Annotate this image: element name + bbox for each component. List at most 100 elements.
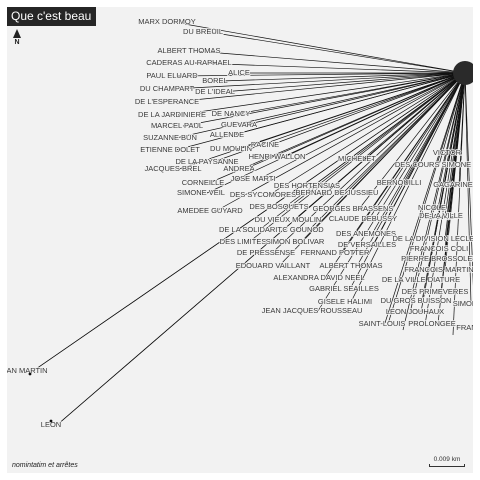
street-label: GEORGES BRASSENS (313, 204, 394, 213)
street-label: GUEVARA (221, 120, 257, 129)
street-label: DES BOSQUETS (249, 202, 308, 211)
street-line (464, 72, 473, 286)
street-line (248, 72, 466, 243)
street-line (212, 72, 466, 163)
street-label: DE NANCY (212, 109, 251, 118)
street-label: DE L'ESPERANCE (135, 97, 199, 106)
street-label: BERNOUILLI (377, 178, 422, 187)
street-label: JACQUES BREL (144, 164, 201, 173)
street-label: DE LA JARDINIERE (138, 110, 206, 119)
street-line (358, 72, 466, 210)
street-label: DES ANEMONES (336, 229, 396, 238)
street-line (56, 72, 466, 426)
street-line (368, 72, 466, 220)
street-label: CLAUDE DEBUSSY (329, 214, 397, 223)
street-line (384, 72, 466, 324)
street-label: GABRIEL SEAILLES (309, 284, 379, 293)
street-line (220, 72, 466, 93)
street-lines (32, 21, 473, 426)
street-line (258, 72, 466, 180)
street-label: BOREL (202, 76, 227, 85)
street-label: CADERAS AU RAPHAEL (146, 58, 231, 67)
street-line (271, 72, 466, 254)
street-label: C GOUNOD (282, 225, 324, 234)
street-line (172, 21, 466, 74)
street-label: DE LA DIVISION LECLERC (393, 234, 473, 243)
street-label: RACINE (251, 140, 279, 149)
street-line (270, 72, 466, 146)
street-line (444, 72, 466, 250)
street-label: BERNARD DE JUSSIEU (296, 188, 379, 197)
street-line (194, 50, 466, 74)
street-line (175, 72, 466, 139)
street-label: JEANNE (424, 212, 454, 221)
street-label: DE LA VILLE (419, 211, 463, 220)
street-label: DU MOULIN (210, 144, 252, 153)
street-label: DES HORTENSIAS (274, 181, 340, 190)
street-label: FRANK (456, 323, 473, 332)
street-label: GAGARINE (433, 180, 473, 189)
street-label: AMEDEE GUYARD (177, 206, 243, 215)
street-label: ANDREA (223, 164, 254, 173)
street-label: DES LIMITES (220, 237, 267, 246)
street-line (356, 72, 466, 267)
street-label: MARX DORMOY (138, 17, 196, 26)
street-label: EDOUARD VAILLANT (236, 261, 311, 270)
street-label: JOSE MARTI (231, 174, 276, 183)
street-label: DE LA PAYSANNE (175, 157, 238, 166)
street-label: VICTOR (433, 148, 462, 157)
street-line (208, 31, 466, 74)
street-line (244, 72, 466, 126)
north-arrow-icon (13, 29, 21, 38)
street-label: NICOLE (418, 203, 446, 212)
north-label: N (14, 39, 20, 46)
street-line (446, 72, 466, 217)
street-label: FRANCOIS COLI (410, 244, 468, 253)
street-line (444, 72, 466, 271)
street-label: DES PRIMEVERES (402, 287, 469, 296)
street-line (437, 72, 466, 209)
street-line (268, 72, 466, 196)
street-line (208, 72, 466, 184)
street-label: SIMONE VEIL (177, 188, 225, 197)
street-line (402, 72, 466, 331)
street-line (324, 72, 466, 279)
street-node (28, 372, 32, 376)
street-line (177, 72, 466, 77)
street-label: DE VERSAILLES (338, 240, 396, 249)
street-label: GISELE HALIMI (318, 297, 372, 306)
street-line (215, 72, 466, 212)
street-line (178, 72, 466, 170)
street-label: MICHELET (338, 154, 376, 163)
street-label: ALEXANDRA DAVID NEEL (273, 273, 364, 282)
street-label: DE LA VILLE DIATURE (382, 275, 460, 284)
map-title: Que c'est beau (7, 7, 97, 26)
street-line (308, 72, 466, 231)
street-label: ALBERT THOMAS (320, 261, 383, 270)
street-label: ETIENNE DOLET (140, 145, 200, 154)
street-hub (453, 61, 473, 85)
map-caption: nomintatim et arrêtes (12, 462, 78, 469)
street-line (349, 72, 466, 290)
street-label: DES SYCOMORES (230, 190, 296, 199)
street-label: SAINT-LOUIS (359, 319, 406, 328)
street-line (350, 72, 466, 303)
street-label: DU CHAMPART (140, 84, 195, 93)
street-label: DE LA SOLIDARITE (219, 225, 287, 234)
street-line (420, 72, 466, 313)
street-label: ALLENDE (210, 130, 244, 139)
street-line (172, 72, 466, 103)
street-label: DE L'IDEAL (195, 87, 235, 96)
street-label: SIMON BOLIVAR (266, 237, 325, 246)
street-line (371, 72, 466, 235)
scale-label: 0.009 km (433, 456, 461, 463)
street-line (194, 62, 466, 74)
street-label: ALICE (228, 68, 250, 77)
street-label: SIMON (453, 299, 473, 308)
street-label: JEAN JACQUES ROUSSEAU (262, 306, 363, 315)
street-line (177, 72, 466, 116)
north-indicator: N (10, 29, 24, 47)
